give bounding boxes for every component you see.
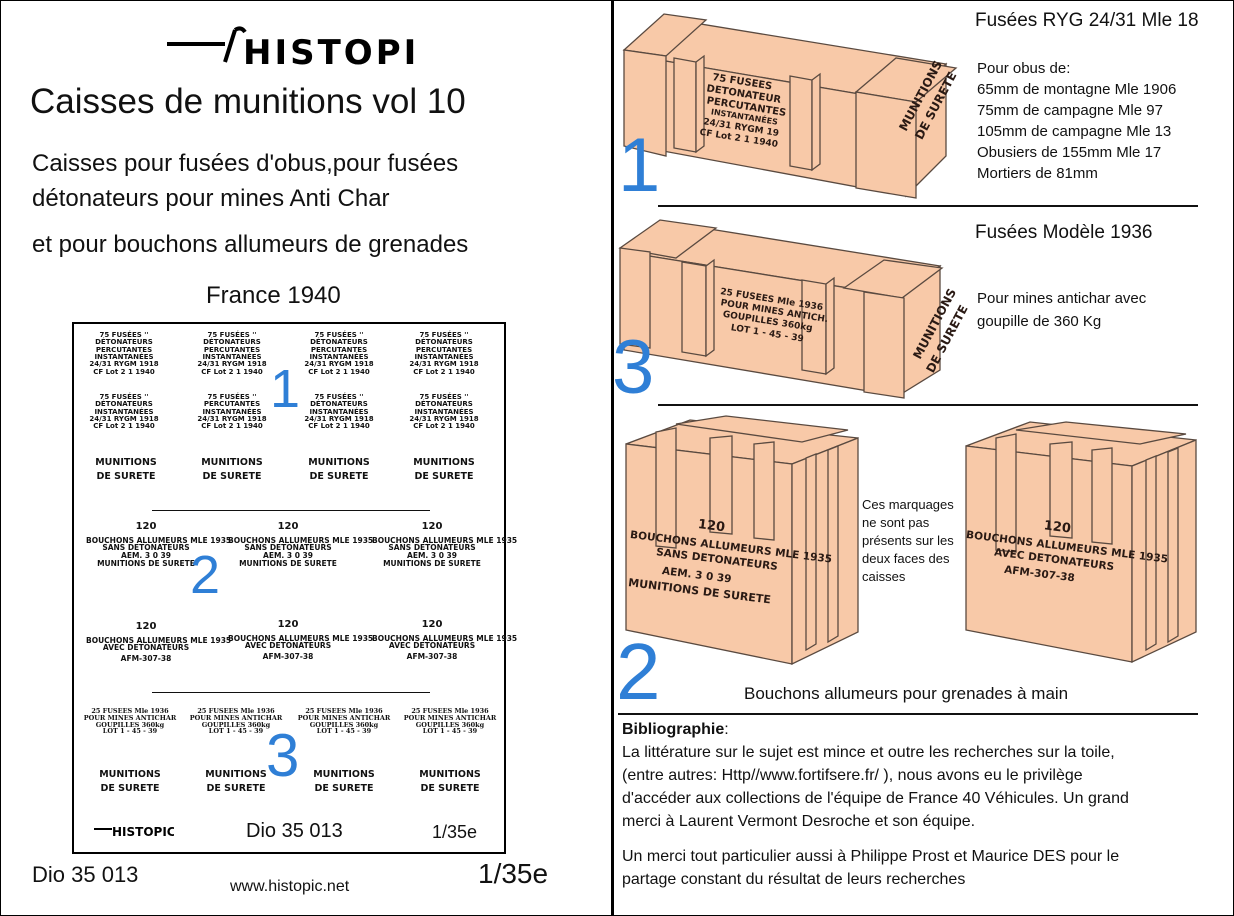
section3-description: Pour mines antichar avec goupille de 360… — [977, 290, 1147, 330]
crate2b-line: 120 — [1043, 518, 1072, 536]
crate-illustration-1: 75 FUSEES DETONATEUR PERCUTANTES INSTANT… — [616, 6, 976, 207]
page-title: Caisses de munitions vol 10 — [30, 82, 466, 121]
separator-line — [152, 510, 430, 511]
sheet-reference: Dio 35 013 — [246, 820, 343, 842]
section-separator — [658, 205, 1198, 207]
section1-title: Fusées RYG 24/31 Mle 18 — [975, 10, 1199, 31]
section3-title: Fusées Modèle 1936 — [975, 222, 1153, 243]
subtitle-line-3: et pour bouchons allumeurs de grenades — [32, 231, 469, 258]
section-number-2: 2 — [616, 627, 661, 716]
country-year: France 1940 — [206, 282, 341, 309]
section2-caption: Bouchons allumeurs pour grenades à main — [744, 684, 1069, 703]
logo-text: HISTOPIC — [243, 33, 415, 72]
section2-note: Ces marquages ne sont pas présents sur l… — [862, 497, 954, 584]
svg-text:HISTOPIC: HISTOPIC — [112, 825, 174, 839]
section1-description: Pour obus de: 65mm de montagne Mle 1906 … — [977, 60, 1177, 182]
separator-line — [152, 692, 430, 693]
crate2a-line: 120 — [697, 517, 726, 535]
crate-illustration-3: 25 FUSEES Mle 1936 POUR MINES ANTICH. GO… — [612, 210, 972, 411]
crate-illustration-2b: 120 BOUCHONS ALLUMEURS MLE 1935 AVEC DET… — [960, 416, 1210, 671]
histopic-logo: HISTOPIC — [165, 22, 444, 77]
section-separator — [618, 713, 1198, 715]
column-divider — [611, 0, 614, 916]
sheet-scale: 1/35e — [432, 822, 478, 842]
bibliography-body: La littérature sur le sujet est mince et… — [622, 744, 1129, 888]
decal-group-number-3: 3 — [266, 722, 300, 789]
subtitle-line-1: Caisses pour fusées d'obus,pour fusées — [32, 150, 459, 177]
section-separator — [658, 404, 1198, 406]
crate-illustration-2a: 120 BOUCHONS ALLUMEURS MLE 1935 SANS DET… — [616, 408, 866, 677]
decal-group-number-1: 1 — [270, 359, 301, 419]
bibliography-heading: Bibliographie: — [622, 721, 729, 738]
footer-url: www.histopic.net — [230, 878, 350, 895]
footer-reference: Dio 35 013 — [32, 862, 139, 887]
sheet-logo: HISTOPIC — [92, 820, 176, 845]
section-number-1: 1 — [618, 123, 661, 208]
decal-group-number-2: 2 — [190, 545, 221, 605]
subtitle-line-2: détonateurs pour mines Anti Char — [32, 185, 390, 212]
section-number-3: 3 — [612, 325, 655, 410]
footer-scale: 1/35e — [478, 858, 549, 889]
